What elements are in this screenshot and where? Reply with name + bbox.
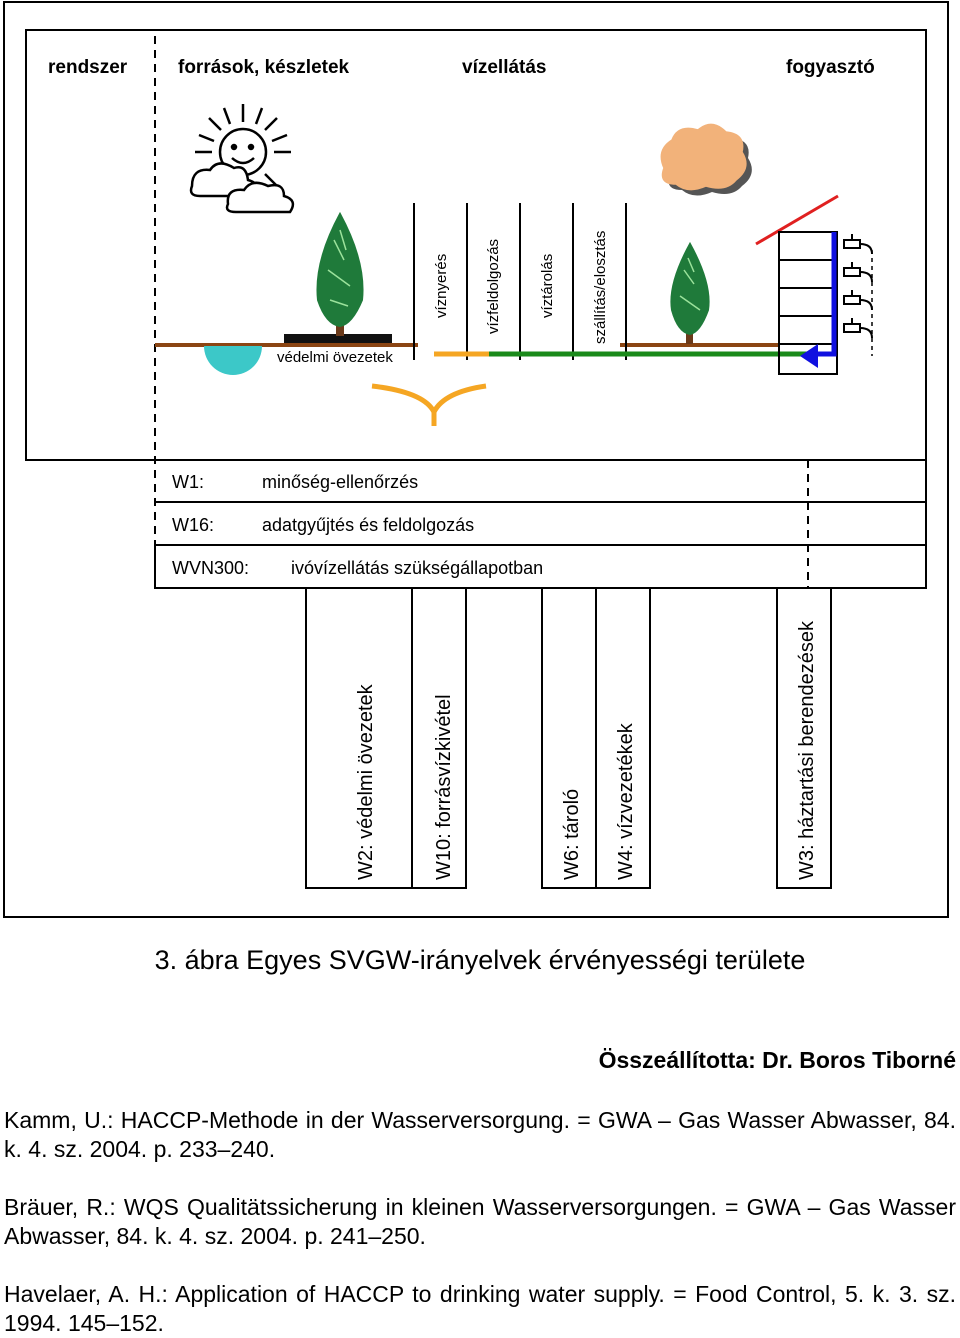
house-roof (755, 194, 839, 246)
tap-arrow-icon (800, 344, 818, 368)
row-w1-code: W1: (172, 472, 204, 492)
guideline-w4: W4: vízvezetékek (615, 722, 637, 880)
header-fogyaszto: fogyasztó (786, 57, 875, 78)
row-w16-code: W16: (172, 515, 214, 535)
reference-item: Kamm, U.: HACCP-Methode in der Wasserver… (4, 1107, 956, 1162)
guideline-boxes (305, 587, 832, 889)
top-panel (25, 29, 927, 461)
stage-viztarolas: víztárolás (539, 254, 556, 318)
stage-columns (413, 203, 627, 360)
tree-icon (316, 211, 364, 336)
outer-frame (3, 1, 949, 918)
general-rows-panel (154, 460, 927, 589)
row-w16-text: adatgyűjtés és feldolgozás (262, 515, 474, 535)
protection-zone-bar (284, 334, 392, 343)
header-rendszer: rendszer (48, 57, 128, 78)
header-vizellatas: vízellátás (462, 57, 547, 78)
row-wvn300-code: WVN300: (172, 558, 249, 578)
house-water-riser (812, 232, 837, 357)
guideline-w10: W10: forrásvízkivétel (433, 694, 455, 880)
cloud-icon-right (225, 181, 295, 214)
guideline-w3: W3: háztartási berendezések (796, 620, 818, 880)
row-wvn300-text: ivóvízellátás szükségállapotban (291, 558, 543, 578)
header-forrasok: források, készletek (178, 57, 350, 78)
guideline-w6: W6: tároló (561, 789, 583, 880)
compiled-by: Összeállította: Dr. Boros Tiborné (598, 1047, 956, 1073)
svgw-guidelines-diagram: rendszer források, készletek vízellátás … (3, 1, 949, 918)
reference-item: Bräuer, R.: WQS Qualitätssicherung in kl… (4, 1194, 956, 1249)
stage-szallitas: szállítás/elosztás (592, 231, 609, 344)
raw-water-pipe (371, 351, 489, 426)
stage-viznyeres: víznyerés (433, 254, 450, 318)
faucet-icons (843, 234, 873, 339)
house-building (778, 231, 838, 375)
guideline-w2: W2: védelmi övezetek (355, 683, 377, 880)
row-w1-text: minőség-ellenőrzés (262, 472, 418, 492)
reference-item: Havelaer, A. H.: Application of HACCP to… (4, 1281, 956, 1336)
cloud-icon-orange (660, 123, 752, 196)
figure-caption: 3. ábra Egyes SVGW-irányelvek érvényessé… (154, 945, 806, 975)
tree-icon-2 (670, 241, 710, 344)
lake (204, 346, 262, 375)
stage-vizfeldolgozas: vízfeldolgozás (485, 239, 502, 334)
cloud-icon-left (189, 162, 259, 198)
zone-label: védelmi övezetek (277, 349, 393, 366)
